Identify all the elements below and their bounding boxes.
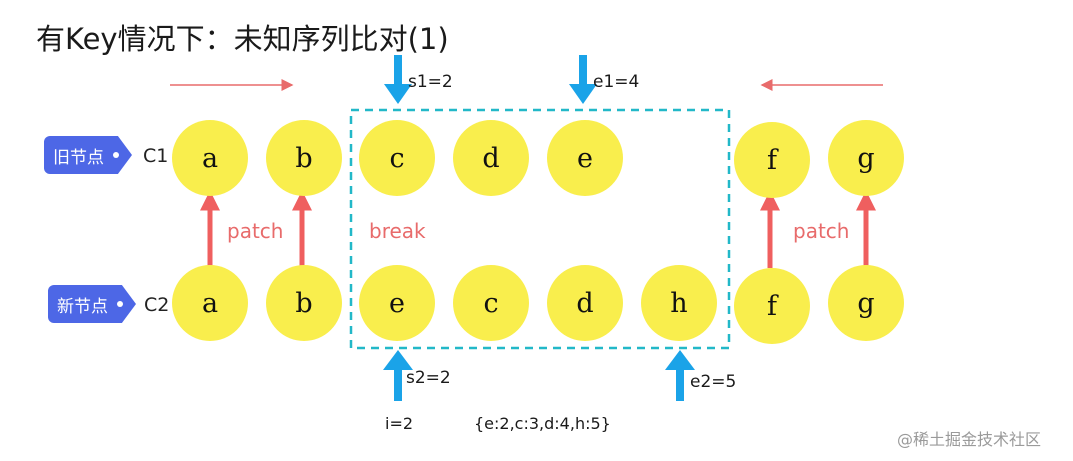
new-node: h bbox=[641, 265, 717, 341]
new-node: a bbox=[172, 265, 248, 341]
new-node: e bbox=[359, 265, 435, 341]
s1-label: s1=2 bbox=[408, 72, 453, 92]
tag-dot-icon bbox=[117, 301, 123, 307]
patch-label-left: patch bbox=[227, 219, 284, 243]
old-node: d bbox=[453, 120, 529, 196]
e1-pointer-arrow bbox=[569, 55, 597, 104]
new-node: d bbox=[547, 265, 623, 341]
old-nodes-tag-label: 旧节点 bbox=[53, 147, 104, 168]
new-nodes-tag-label: 新节点 bbox=[57, 296, 108, 317]
old-node: a bbox=[172, 120, 248, 196]
c2-label: C2 bbox=[144, 294, 170, 316]
break-label: break bbox=[369, 219, 426, 243]
page-title: 有Key情况下：未知序列比对(1) bbox=[36, 22, 449, 56]
old-node: f bbox=[734, 122, 810, 198]
old-node: c bbox=[359, 120, 435, 196]
new-node: c bbox=[453, 265, 529, 341]
new-node: f bbox=[734, 268, 810, 344]
e2-label: e2=5 bbox=[690, 372, 737, 392]
e2-pointer-arrow bbox=[665, 350, 695, 401]
old-node: e bbox=[547, 120, 623, 196]
tag-dot-icon bbox=[113, 152, 119, 158]
s2-label: s2=2 bbox=[406, 368, 451, 388]
s1-pointer-arrow bbox=[384, 55, 412, 104]
watermark: @稀土掘金技术社区 bbox=[897, 430, 1042, 449]
c1-label: C1 bbox=[143, 145, 169, 167]
old-nodes-tag: 旧节点 bbox=[44, 136, 132, 174]
new-nodes-tag: 新节点 bbox=[48, 285, 136, 323]
old-node: b bbox=[266, 120, 342, 196]
new-node: b bbox=[266, 265, 342, 341]
old-node: g bbox=[828, 120, 904, 196]
key-map-label: {e:2,c:3,d:4,h:5} bbox=[474, 414, 611, 433]
unknown-sequence-box bbox=[349, 108, 731, 350]
e1-label: e1=4 bbox=[593, 72, 640, 92]
patch-label-right: patch bbox=[793, 219, 850, 243]
s2-pointer-arrow bbox=[383, 350, 413, 401]
index-label: i=2 bbox=[385, 414, 414, 433]
new-node: g bbox=[828, 265, 904, 341]
